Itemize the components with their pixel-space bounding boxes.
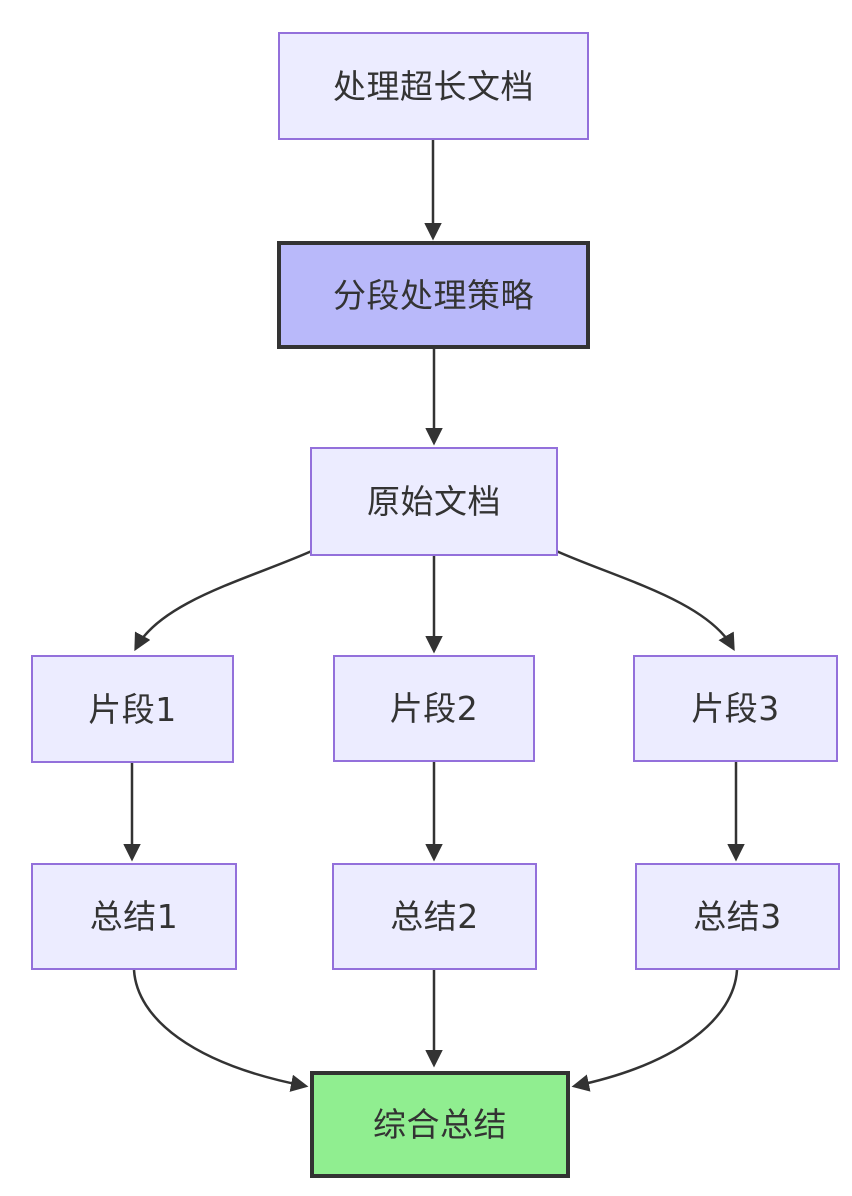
edge-original-to-fragment3: [553, 548, 735, 652]
node-combined-summary: 综合总结: [310, 1071, 570, 1178]
node-original-document: 原始文档: [310, 447, 558, 556]
edge-summary1-to-combined: [132, 969, 309, 1092]
edge-original-to-fragment1: [134, 548, 315, 652]
node-fragment-2: 片段2: [333, 655, 535, 762]
node-process-long-document: 处理超长文档: [278, 32, 589, 140]
node-summary-3: 总结3: [635, 863, 840, 970]
node-fragment-1: 片段1: [31, 655, 234, 763]
edge-summary3-to-combined: [571, 969, 739, 1092]
node-summary-1: 总结1: [31, 863, 237, 970]
node-fragment-3: 片段3: [633, 655, 838, 762]
node-segmented-processing-strategy: 分段处理策略: [277, 241, 590, 349]
node-summary-2: 总结2: [332, 863, 537, 970]
